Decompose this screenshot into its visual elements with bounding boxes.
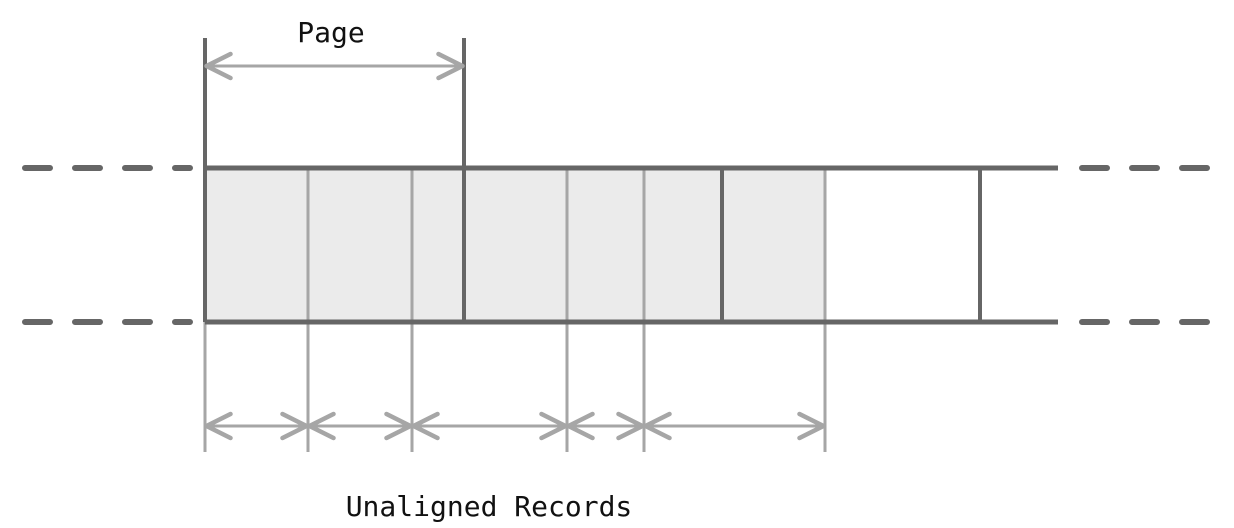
record-boundaries	[203, 168, 827, 452]
continuation-dashes	[22, 165, 1211, 325]
page-boundaries	[203, 38, 982, 322]
tape-lines	[205, 165, 1058, 325]
records-label: Unaligned Records	[346, 490, 633, 523]
page-label: Page	[297, 16, 364, 49]
records-fill-region	[205, 168, 825, 322]
